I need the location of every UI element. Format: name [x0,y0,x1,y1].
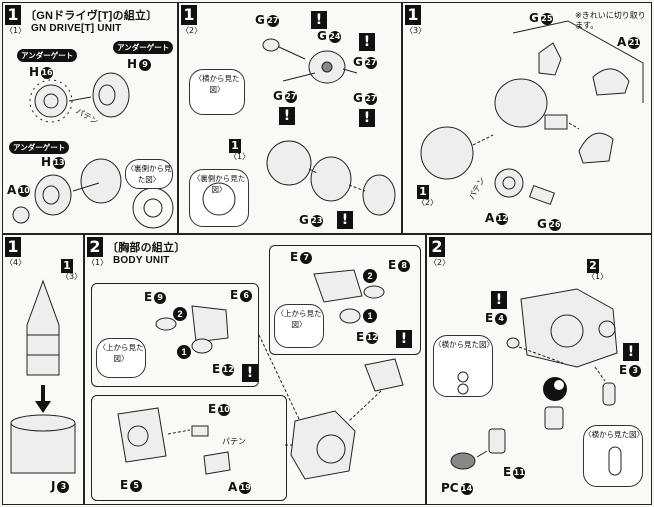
ref-step-number: 1 [417,185,429,199]
cut-note: ※きれいに切り取ります。 [575,11,646,30]
body-final-illustration [450,288,622,476]
warning-icon: ! [242,364,258,382]
warning-icon: ! [359,33,375,51]
warning-icon: ! [359,109,375,127]
undergate-tag: アンダーゲート [9,141,70,154]
drive-assembly-illustration [202,38,396,216]
step-number: 2 [429,237,445,257]
warning-icon: ! [396,330,412,348]
view-bubble: 〈裏側から見た図〉 [125,159,173,189]
drive-parts-illustration [12,72,174,229]
view-bubble-back: 〈裏側から見た図〉 [189,169,249,227]
drive-final-illustration [420,20,644,206]
order-1: 1 [367,311,372,321]
view-bubble-top: 〈上から見た図〉 [96,338,146,378]
step-substep: 〈2〉 [181,26,203,35]
body-assembly-illustration [258,334,404,480]
step-substep: 〈4〉 [5,258,27,267]
body-part-e7-illustration: 2 1 [313,269,385,324]
ref-step-number: 1 [61,259,73,273]
warning-icon: ! [491,291,507,309]
body-part-e5-illustration [117,407,231,475]
step-substep: 〈1〉 [87,258,109,267]
ref-substep: 〈2〉 [417,198,439,207]
order-2: 2 [367,271,372,281]
undergate-tag: アンダーゲート [113,41,174,54]
ref-step-number: 1 [229,139,241,153]
step-title-jp: 〔胸部の組立〕 [107,242,186,254]
drive-on-base-illustration [10,279,76,474]
step-substep: 〈1〉 [5,26,27,35]
warning-icon: ! [279,107,295,125]
order-2: 2 [177,309,182,319]
view-bubble-side: 〈横から見た図〉 [583,425,644,487]
step-number: 1 [181,5,197,25]
undergate-tag: アンダーゲート [17,49,78,62]
ref-substep: 〈1〉 [587,272,609,281]
step-title-en: GN DRIVE[T] UNIT [31,23,122,34]
step-title-en: BODY UNIT [113,255,170,266]
pull-label: パテン [222,437,246,446]
step-number: 1 [405,5,421,25]
warning-icon: ! [337,211,353,229]
ref-substep: 〈3〉 [61,272,83,281]
warning-icon: ! [623,343,639,361]
view-bubble-top: 〈上から見た図〉 [274,304,324,348]
view-bubble-side: 〈横から見た図〉 [433,335,494,397]
order-1: 1 [181,347,186,357]
view-bubble-side: 〈横から見た図〉 [189,69,245,115]
step-number: 2 [87,237,103,257]
panel-step1-1: 1 〈1〉 〔GNドライヴ[T]の組立〕 GN DRIVE[T] UNIT アン… [2,2,178,234]
ref-substep: 〈1〉 [229,152,251,161]
step-substep: 〈2〉 [429,258,451,267]
step-number: 1 [5,5,21,25]
warning-icon: ! [311,11,327,29]
body-part-e9-illustration: 1 2 [155,305,229,359]
step-number: 1 [5,237,21,257]
step-substep: 〈3〉 [405,26,427,35]
step-title-jp: 〔GNドライヴ[T]の組立〕 [25,10,158,22]
ref-step-number: 2 [587,259,599,273]
